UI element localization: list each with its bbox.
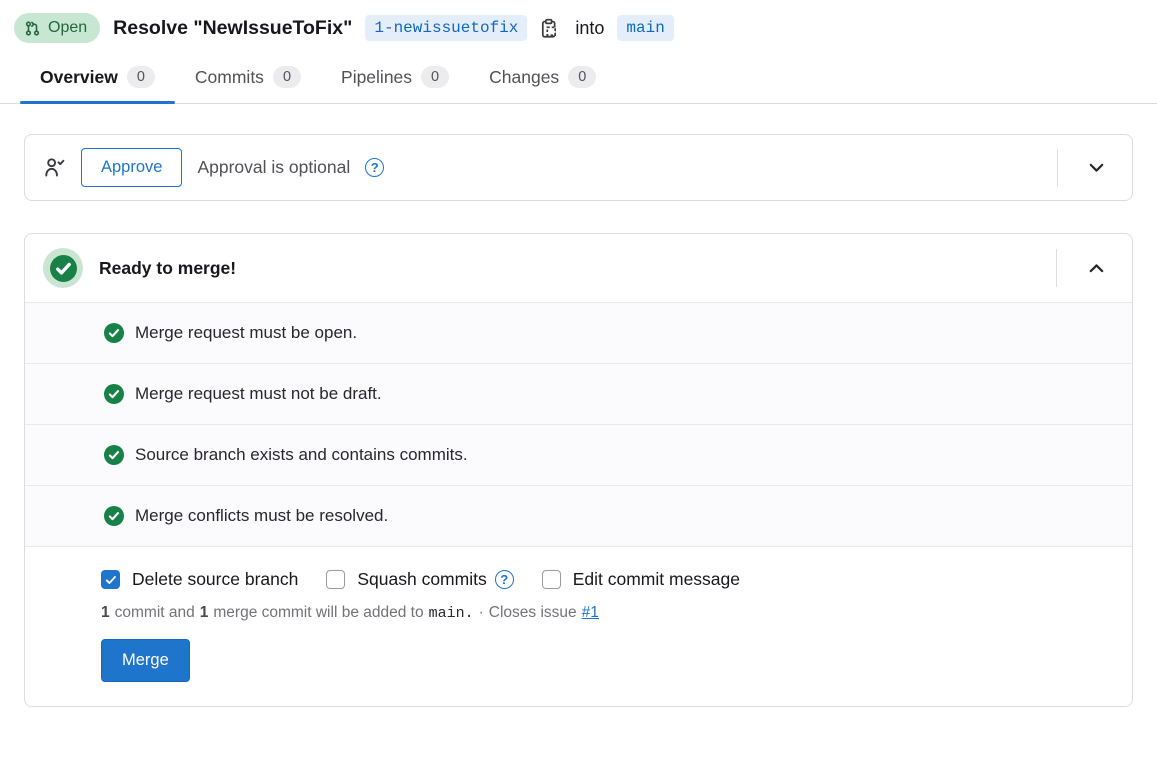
approval-collapse-toggle[interactable] (1073, 152, 1120, 183)
merge-check-row: Merge request must not be draft. (25, 363, 1132, 424)
squash-commits-checkbox[interactable] (326, 570, 346, 589)
edit-commit-message-checkbox[interactable] (541, 570, 561, 589)
check-icon (105, 575, 116, 584)
merge-options-row: Delete source branch Squash commits Edit… (101, 569, 1116, 590)
merge-check-text: Merge request must not be draft. (135, 384, 382, 403)
success-ring-icon (43, 248, 83, 288)
summary-text: merge commit will be added to (213, 604, 424, 621)
option-label: Edit commit message (572, 569, 740, 589)
into-text: into (575, 17, 605, 38)
tab-overview[interactable]: Overview 0 (20, 51, 175, 104)
delete-source-branch-checkbox[interactable] (101, 570, 120, 589)
tab-changes[interactable]: Changes 0 (469, 51, 616, 103)
summary-text: commit and (114, 604, 195, 621)
approval-card: Approve Approval is optional (24, 134, 1133, 201)
issue-link[interactable]: #1 (581, 604, 599, 621)
delete-source-branch-option[interactable]: Delete source branch (101, 569, 298, 590)
check-circle-icon (104, 323, 124, 343)
tab-count-badge: 0 (272, 66, 302, 88)
tab-count-badge: 0 (421, 66, 450, 88)
closes-issue-text: Closes issue (488, 604, 577, 621)
tab-count-badge: 0 (568, 66, 597, 88)
approve-button[interactable]: Approve (81, 148, 183, 187)
question-circle-icon[interactable] (494, 570, 514, 589)
tab-commits[interactable]: Commits 0 (175, 51, 321, 103)
check-circle-icon (104, 384, 124, 404)
chevron-up-icon (1089, 263, 1104, 272)
source-branch-badge[interactable]: 1-newissuetofix (365, 15, 528, 41)
merge-status-title: Ready to merge! (99, 257, 237, 278)
mr-tabs: Overview 0 Commits 0 Pipelines 0 Changes… (0, 51, 1157, 104)
squash-commits-option[interactable]: Squash commits (326, 569, 514, 590)
option-label: Delete source branch (132, 569, 299, 589)
tab-pipelines[interactable]: Pipelines 0 (321, 51, 469, 103)
approval-note: Approval is optional (197, 157, 351, 177)
status-badge-label: Open (48, 19, 88, 36)
target-branch-badge[interactable]: main (617, 15, 674, 41)
edit-commit-message-option[interactable]: Edit commit message (541, 569, 740, 590)
check-circle-icon (104, 445, 124, 465)
merge-widget-header: Ready to merge! (25, 234, 1132, 302)
merge-widget-card: Ready to merge! Merge request must be op… (24, 233, 1133, 707)
merge-check-row: Merge request must be open. (25, 302, 1132, 363)
merge-options-section: Delete source branch Squash commits Edit… (25, 546, 1132, 706)
tab-label: Pipelines (341, 66, 413, 87)
merge-summary: 1 commit and 1 merge commit will be adde… (101, 604, 1116, 622)
commit-count: 1 (101, 604, 110, 621)
merge-commit-count: 1 (199, 604, 209, 621)
chevron-down-icon (1089, 163, 1104, 172)
user-check-icon (45, 158, 65, 177)
divider (1056, 249, 1057, 287)
option-label: Squash commits (357, 569, 487, 589)
question-circle-icon[interactable] (365, 158, 385, 177)
merge-check-row: Source branch exists and contains commit… (25, 424, 1132, 485)
merge-request-icon (25, 20, 40, 36)
merge-button[interactable]: Merge (101, 639, 190, 682)
merge-check-row: Merge conflicts must be resolved. (25, 485, 1132, 546)
widget-collapse-toggle[interactable] (1073, 253, 1120, 284)
separator-dot: · (478, 604, 484, 621)
tab-label: Commits (194, 66, 264, 87)
tab-label: Changes (489, 66, 560, 87)
divider (1057, 148, 1058, 187)
tab-label: Overview (40, 66, 118, 87)
status-badge: Open (14, 13, 101, 43)
tab-count-badge: 0 (126, 66, 155, 88)
check-circle-icon (49, 254, 77, 282)
copy-icon (542, 18, 557, 38)
target-branch-name: main. (428, 605, 474, 622)
check-circle-icon (104, 506, 124, 526)
merge-check-text: Merge request must be open. (135, 323, 358, 342)
merge-check-text: Source branch exists and contains commit… (135, 445, 468, 464)
page-title: Resolve "NewIssueToFix" (113, 16, 353, 39)
mr-header: Open Resolve "NewIssueToFix" 1-newissuet… (0, 0, 1157, 51)
merge-check-text: Merge conflicts must be resolved. (135, 506, 389, 525)
copy-branch-button[interactable] (537, 16, 562, 41)
merge-request-page: Open Resolve "NewIssueToFix" 1-newissuet… (0, 0, 1157, 707)
